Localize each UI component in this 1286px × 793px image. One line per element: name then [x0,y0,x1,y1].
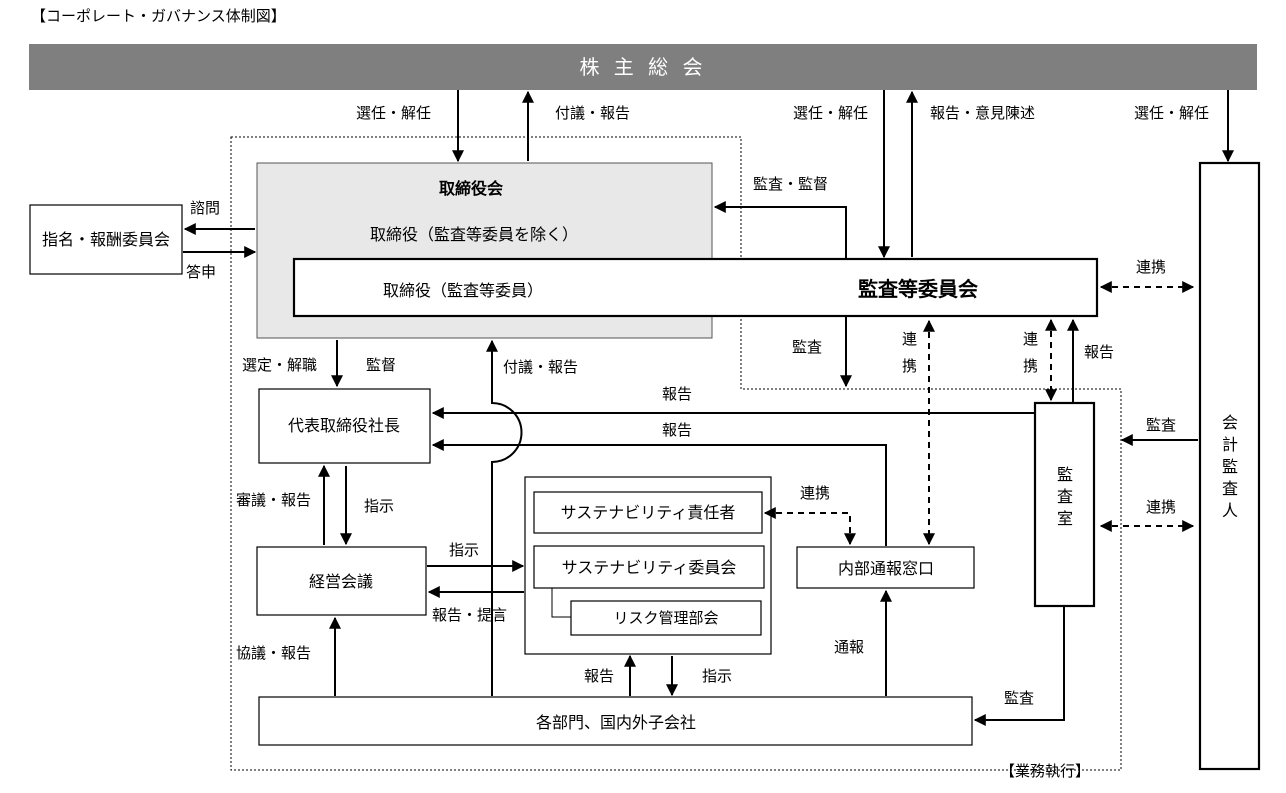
label-appoint: 選定・解職 [242,356,317,374]
risk-committee-label: リスク管理部会 [613,609,718,627]
label-audit3: 監査 [1004,689,1034,707]
arrow-audit-supervise [713,201,847,258]
nomination-committee-label: 指名・報酬委員会 [42,230,170,249]
label-coop3-a: 連 [1023,330,1038,348]
svg-text:人: 人 [1222,501,1238,520]
nomination-committee-box [29,204,183,275]
board-region [230,136,1122,771]
label-report2: 報告 [662,385,692,403]
label-coop3-b: 携 [1023,357,1038,375]
label-audit2: 監査 [1146,416,1176,434]
board-members-label: 取締役（監査等委員を除く） [370,225,578,244]
svg-text:計: 計 [1222,435,1238,454]
label-coop1: 連携 [1136,258,1166,276]
arrow-audit-departments [973,607,1065,726]
svg-text:監: 監 [1222,457,1238,476]
sustainability-officer-box [533,491,763,534]
audit-committee-label: 監査等委員会 [858,277,978,301]
audit-office-char-3: 室 [1057,509,1073,528]
label-instruct3: 指示 [702,667,732,685]
label-coop4: 連携 [1146,498,1176,516]
label-consult: 諮問 [190,199,220,217]
accounting-auditor-label: 会 計 監 査 人 [1222,413,1238,520]
risk-connector [551,588,571,618]
label-coop5: 連携 [800,484,830,502]
sustainability-officer-label: サステナビリティ責任者 [561,503,736,522]
label-notify: 通報 [834,638,864,656]
shareholders-meeting: 株 主 総 会 [29,44,1257,90]
whistleblow-box [796,546,975,589]
label-report3: 報告 [662,421,692,439]
label-report4: 報告 [584,667,614,685]
diagram-title: 【コーポレート・ガバナンス体制図】 [31,7,286,25]
risk-committee-box [570,600,762,636]
audit-committee-box [292,257,1099,318]
shareholders-label: 株 主 総 会 [579,55,706,79]
label-coop2-b: 携 [902,357,917,375]
label-instruct2: 指示 [449,541,479,559]
audit-office-char-2: 査 [1057,487,1073,506]
departments-box [258,696,973,746]
label-supervise: 監督 [366,356,396,374]
arrow-proposal-board [486,339,523,696]
label-elect2: 選任・解任 [793,104,868,122]
accounting-auditor-box [1198,161,1261,771]
svg-text:査: 査 [1222,479,1238,498]
label-elect3: 選任・解任 [1134,104,1209,122]
label-report-propose: 報告・提言 [432,606,507,624]
label-audit-supervise: 監査・監督 [753,175,828,193]
arrow-coop-officer-whistleblow [763,507,856,546]
label-audit1: 監査 [792,338,822,356]
president-label: 代表取締役社長 [288,416,400,435]
execution-label: 【業務執行】 [1000,762,1090,780]
whistleblow-label: 内部通報窓口 [838,559,934,578]
label-proposal1: 付議・報告 [555,104,630,122]
svg-text:会: 会 [1222,413,1238,432]
label-discuss: 協議・報告 [236,644,311,662]
management-meeting-box [256,546,427,616]
label-instruct1: 指示 [364,497,394,515]
sustainability-committee-label: サステナビリティ委員会 [562,558,737,577]
label-report1: 報告 [1084,343,1114,361]
label-proposal2: 付議・報告 [503,358,578,376]
label-coop2-a: 連 [902,330,917,348]
audit-members-label: 取締役（監査等委員） [383,281,543,300]
board-title: 取締役会 [439,179,503,198]
label-elect1: 選任・解任 [356,104,431,122]
departments-label: 各部門、国内外子会社 [536,713,696,732]
sustainability-committee-box [533,545,765,589]
label-deliberate: 審議・報告 [236,491,311,509]
management-meeting-label: 経営会議 [309,572,373,591]
audit-office-char-1: 監 [1057,465,1073,484]
arrow-report-president-2 [431,439,887,546]
president-box [258,388,431,464]
label-report-opinion: 報告・意見陳述 [930,104,1035,122]
audit-office-box [1033,401,1096,608]
label-answer: 答申 [186,263,216,281]
